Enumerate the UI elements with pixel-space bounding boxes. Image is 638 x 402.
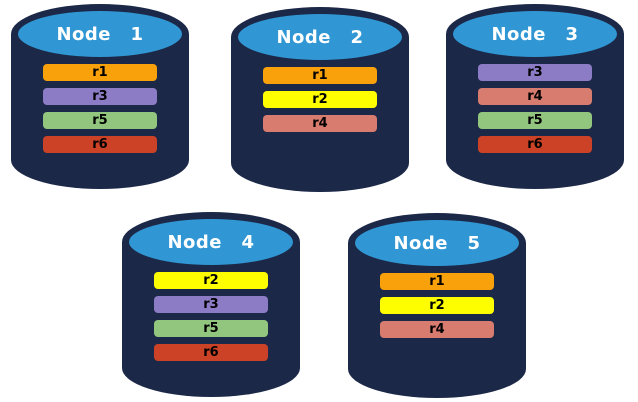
replica-bar: r1 [263,67,377,84]
replica-label: r6 [527,137,543,152]
replica-list: r1 r3 r5 r6 [43,64,157,160]
replica-bar: r5 [154,320,268,337]
replica-bar: r4 [478,88,592,105]
node-label: Node 5 [393,233,481,254]
replica-bar: r1 [380,273,494,290]
replica-bar: r4 [263,115,377,132]
replica-bar: r3 [154,296,268,313]
node-4: Node 4 r2 r3 r5 r6 [122,212,300,398]
replica-label: r1 [429,274,445,289]
replica-list: r2 r3 r5 r6 [154,272,268,368]
replica-label: r2 [312,92,328,107]
replica-bar: r6 [154,344,268,361]
replica-label: r3 [92,89,108,104]
replica-label: r1 [92,65,108,80]
replica-bar: r3 [43,88,157,105]
replica-label: r2 [203,273,219,288]
replica-label: r3 [527,65,543,80]
replica-bar: r5 [478,112,592,129]
replica-bar: r2 [263,91,377,108]
replica-label: r3 [203,297,219,312]
replica-bar: r2 [154,272,268,289]
replica-list: r1 r2 r4 [380,273,494,345]
cylinder-top-face [238,14,402,60]
replica-label: r1 [312,68,328,83]
replica-label: r5 [203,321,219,336]
replica-list: r1 r2 r4 [263,67,377,139]
replica-bar: r4 [380,321,494,338]
node-label: Node 4 [167,232,255,253]
replica-list: r3 r4 r5 r6 [478,64,592,160]
node-3: Node 3 r3 r4 r5 r6 [446,4,624,190]
replica-bar: r5 [43,112,157,129]
replica-bar: r1 [43,64,157,81]
cylinder-top-face [129,219,293,265]
cylinder-top-face [18,11,182,57]
replica-label: r4 [429,322,445,337]
node-1: Node 1 r1 r3 r5 r6 [11,4,189,190]
cylinder-top-face [355,220,519,266]
replica-label: r6 [92,137,108,152]
replica-label: r6 [203,345,219,360]
replica-label: r5 [92,113,108,128]
replica-bar: r2 [380,297,494,314]
replica-label: r4 [527,89,543,104]
replica-label: r4 [312,116,328,131]
node-2: Node 2 r1 r2 r4 [231,7,409,193]
cylinder-top-face [453,11,617,57]
replica-bar: r6 [478,136,592,153]
node-label: Node 3 [491,24,579,45]
node-label: Node 2 [276,27,364,48]
replica-bar: r3 [478,64,592,81]
node-label: Node 1 [56,24,144,45]
replica-bar: r6 [43,136,157,153]
replica-label: r5 [527,113,543,128]
replica-label: r2 [429,298,445,313]
node-5: Node 5 r1 r2 r4 [348,213,526,399]
